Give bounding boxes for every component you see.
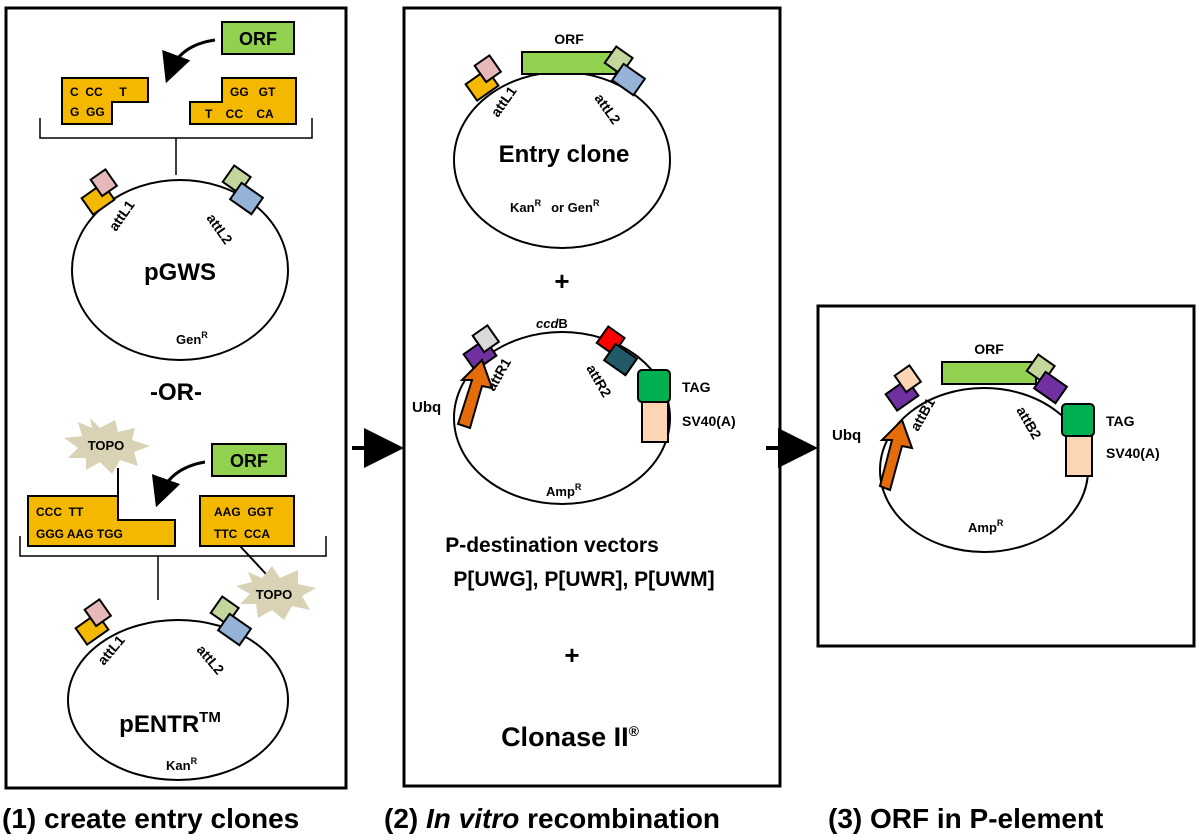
- orf-box-p-element: [941, 361, 1037, 385]
- orf-label-bottom: ORF: [230, 451, 268, 471]
- attr2-label-dest: attR2: [583, 362, 614, 401]
- sv40-box-dest: [641, 401, 669, 443]
- tag-box-p-element: [1061, 403, 1095, 437]
- topo-burst-2: [236, 566, 316, 620]
- caption-panel-3: (3) ORF in P-element: [828, 803, 1103, 834]
- ubq-promoter-arrow-dest: [456, 358, 494, 430]
- attb1-site: [884, 363, 923, 412]
- orf-label-top: ORF: [239, 29, 277, 49]
- dna-end-right-bottom: [199, 495, 295, 547]
- attl2-label-pgws: attL2: [204, 211, 236, 248]
- caption-panel-1: (1) create entry clones: [2, 803, 299, 834]
- panel-2-frame: [402, 6, 782, 788]
- clonase-label: Clonase II®: [501, 722, 640, 752]
- plus-2: +: [564, 640, 579, 670]
- attl1-site-pentr: [74, 597, 113, 646]
- dna-left-bottom-strand: G GG: [70, 105, 105, 119]
- sv40-label-dest: SV40(A): [682, 413, 736, 429]
- sv40-label-p-element: SV40(A): [1106, 445, 1160, 461]
- dna-left-top-strand: C CC T: [70, 85, 127, 99]
- orf-label-p-element: ORF: [974, 341, 1004, 357]
- entry-clone-name: Entry clone: [499, 141, 630, 168]
- destination-vectors-title: P-destination vectors: [445, 534, 659, 557]
- bracket-bottom: [19, 536, 327, 600]
- attl2-label-pentr: attL2: [194, 642, 228, 678]
- ubq-label-dest: Ubq: [412, 399, 441, 416]
- pentr-name: pENTRTM: [119, 709, 221, 738]
- bracket-top: [39, 118, 313, 175]
- orf-label-entry: ORF: [554, 31, 584, 47]
- plus-1: +: [554, 266, 569, 296]
- pgws-marker: GenR: [176, 330, 208, 347]
- orf-box-top: [221, 21, 295, 55]
- ubq-promoter-arrow-p-element: [878, 418, 914, 492]
- orf-box-entry: [521, 51, 617, 75]
- attb2-label: attB2: [1013, 404, 1044, 443]
- tag-box-dest: [637, 369, 671, 403]
- topo-label-2: TOPO: [256, 587, 293, 602]
- panel-1-frame: [4, 6, 348, 790]
- dna-right-top-strand: GG GT: [230, 85, 276, 99]
- attb2-site: [1025, 353, 1069, 405]
- tag-label-p-element: TAG: [1106, 413, 1135, 429]
- panel-3-frame: [816, 304, 1196, 648]
- attr2-site-dest: [595, 325, 639, 377]
- p-element-marker: AmpR: [968, 518, 1004, 535]
- attl2-site-entry: [603, 45, 647, 97]
- attl1-site-entry: [464, 53, 503, 102]
- sv40-box-p-element: [1065, 435, 1093, 477]
- attl2-label-entry: attL2: [592, 91, 624, 128]
- topo-link-2: [239, 545, 267, 575]
- insert-arrow-top: [162, 38, 216, 84]
- plasmid-pentr: [67, 619, 289, 781]
- insert-arrow-bottom: [151, 460, 206, 508]
- dna-end-left-top: [61, 77, 149, 125]
- topo-burst-1: [64, 418, 150, 474]
- dna-right2-bottom-strand: TTC CCA: [214, 527, 270, 541]
- plasmid-pgws: [71, 179, 289, 361]
- caption-panel-2: (2) In vitro recombination: [384, 803, 720, 834]
- dna-left2-bottom-strand: GGG AAG TGG: [36, 527, 123, 541]
- attl2-site-pentr: [209, 595, 253, 647]
- dna-end-right-top: [189, 77, 297, 125]
- or-label: -OR-: [150, 379, 202, 406]
- plasmid-destination: [453, 331, 671, 505]
- ccdb-label: ccdB: [536, 316, 568, 331]
- dna-right-bottom-strand: T CC CA: [205, 107, 274, 121]
- attl2-site-pgws: [221, 164, 265, 216]
- destination-vectors-list: P[UWG], P[UWR], P[UWM]: [453, 568, 714, 591]
- ubq-label-p-element: Ubq: [832, 427, 861, 444]
- topo-label-1: TOPO: [88, 438, 125, 453]
- orf-box-bottom: [211, 443, 287, 477]
- dna-right2-top-strand: AAG GGT: [214, 505, 274, 519]
- dna-left2-top-strand: CCC TT: [36, 505, 84, 519]
- attl1-site-pgws: [80, 167, 119, 216]
- attr1-site-dest: [462, 323, 501, 372]
- tag-label-dest: TAG: [682, 379, 711, 395]
- dest-marker: AmpR: [546, 482, 582, 499]
- pgws-name: pGWS: [144, 259, 216, 286]
- pentr-marker: KanR: [166, 756, 198, 773]
